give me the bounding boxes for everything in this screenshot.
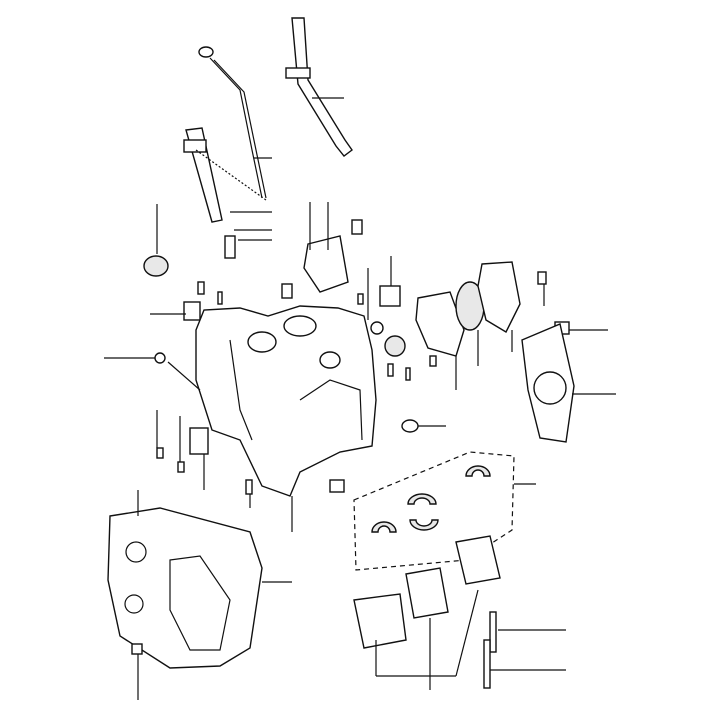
stud — [489, 611, 497, 653]
rear-gaskets — [415, 261, 575, 443]
bolt — [483, 639, 491, 689]
leader-lines — [104, 97, 616, 700]
dipstick-tube — [285, 17, 353, 157]
main-bearing-caps — [353, 535, 501, 689]
main-bearing-shells — [353, 451, 515, 571]
small-parts — [143, 219, 570, 495]
cylinder-block — [195, 305, 377, 497]
screw — [131, 643, 143, 655]
filler-tube — [183, 127, 267, 223]
dipstick — [198, 46, 267, 199]
front-plate-gasket — [107, 507, 263, 669]
